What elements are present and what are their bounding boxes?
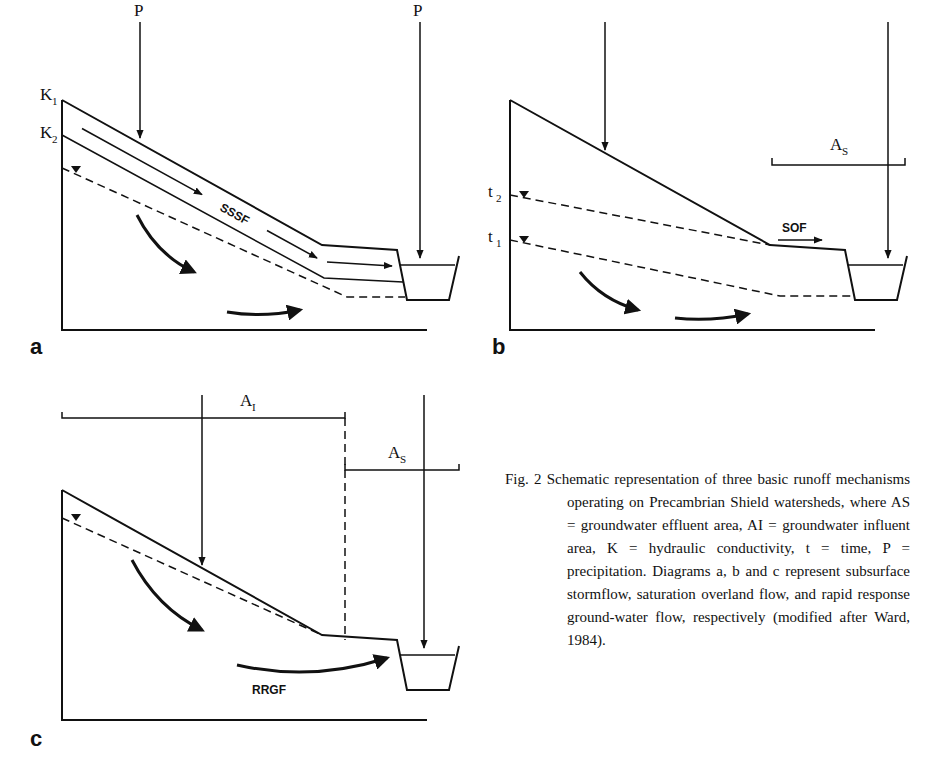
water-table-symbol	[519, 236, 529, 243]
subscript: S	[400, 454, 406, 465]
hillslope-outline	[510, 100, 907, 330]
precipitation-arrow	[139, 22, 141, 138]
precipitation-label: P	[134, 2, 143, 19]
water-table-t2	[510, 195, 770, 245]
groundwater-arrow	[132, 560, 202, 630]
conductivity-label: K	[40, 86, 52, 103]
time-label: t	[488, 183, 493, 200]
subscript: 1	[496, 238, 502, 249]
precipitation-arrow	[604, 22, 606, 150]
groundwater-arrow	[675, 314, 748, 319]
precipitation-arrow	[201, 395, 203, 565]
subscript: 2	[496, 193, 502, 204]
flow-arrow	[267, 231, 317, 259]
panel-b	[510, 22, 907, 330]
subscript: 2	[52, 134, 58, 145]
subscript: I	[252, 402, 256, 413]
time-label: t	[488, 228, 493, 245]
overland-flow-arrow	[778, 239, 822, 241]
area-bracket	[772, 158, 905, 165]
panel-letter: c	[30, 728, 42, 750]
precipitation-arrow	[887, 22, 889, 258]
precipitation-label: P	[413, 2, 422, 19]
area-bracket	[62, 412, 345, 418]
rapid-groundwater-arrow	[237, 658, 387, 672]
panel-a	[62, 22, 459, 330]
groundwater-arrow	[137, 215, 194, 272]
flow-label: RRGF	[252, 684, 286, 696]
water-table-symbol	[71, 166, 81, 173]
groundwater-arrow	[227, 310, 300, 315]
water-table-symbol	[519, 191, 529, 198]
precipitation-arrow	[419, 22, 421, 258]
hillslope-outline	[62, 490, 459, 720]
subscript: 1	[52, 96, 58, 107]
water-table	[62, 168, 405, 297]
subscript: S	[842, 146, 848, 157]
water-table-t1	[510, 240, 853, 296]
area-divide	[344, 418, 346, 640]
conductivity-boundary	[62, 135, 403, 282]
area-label: A	[388, 444, 400, 461]
hillslope-outline	[62, 100, 459, 330]
flow-label: SOF	[782, 222, 807, 234]
water-table	[62, 518, 322, 635]
precipitation-arrow	[423, 395, 425, 648]
panel-letter: b	[492, 336, 505, 358]
water-table-symbol	[71, 514, 81, 521]
area-label: A	[240, 392, 252, 409]
flow-arrow	[82, 129, 202, 195]
area-label: A	[830, 136, 842, 153]
conductivity-label: K	[40, 124, 52, 141]
figure-caption: Fig. 2 Schematic representation of three…	[505, 468, 910, 652]
panel-letter: a	[30, 336, 42, 358]
flow-arrow	[327, 262, 392, 266]
groundwater-arrow	[580, 272, 638, 310]
panel-c	[62, 395, 459, 720]
